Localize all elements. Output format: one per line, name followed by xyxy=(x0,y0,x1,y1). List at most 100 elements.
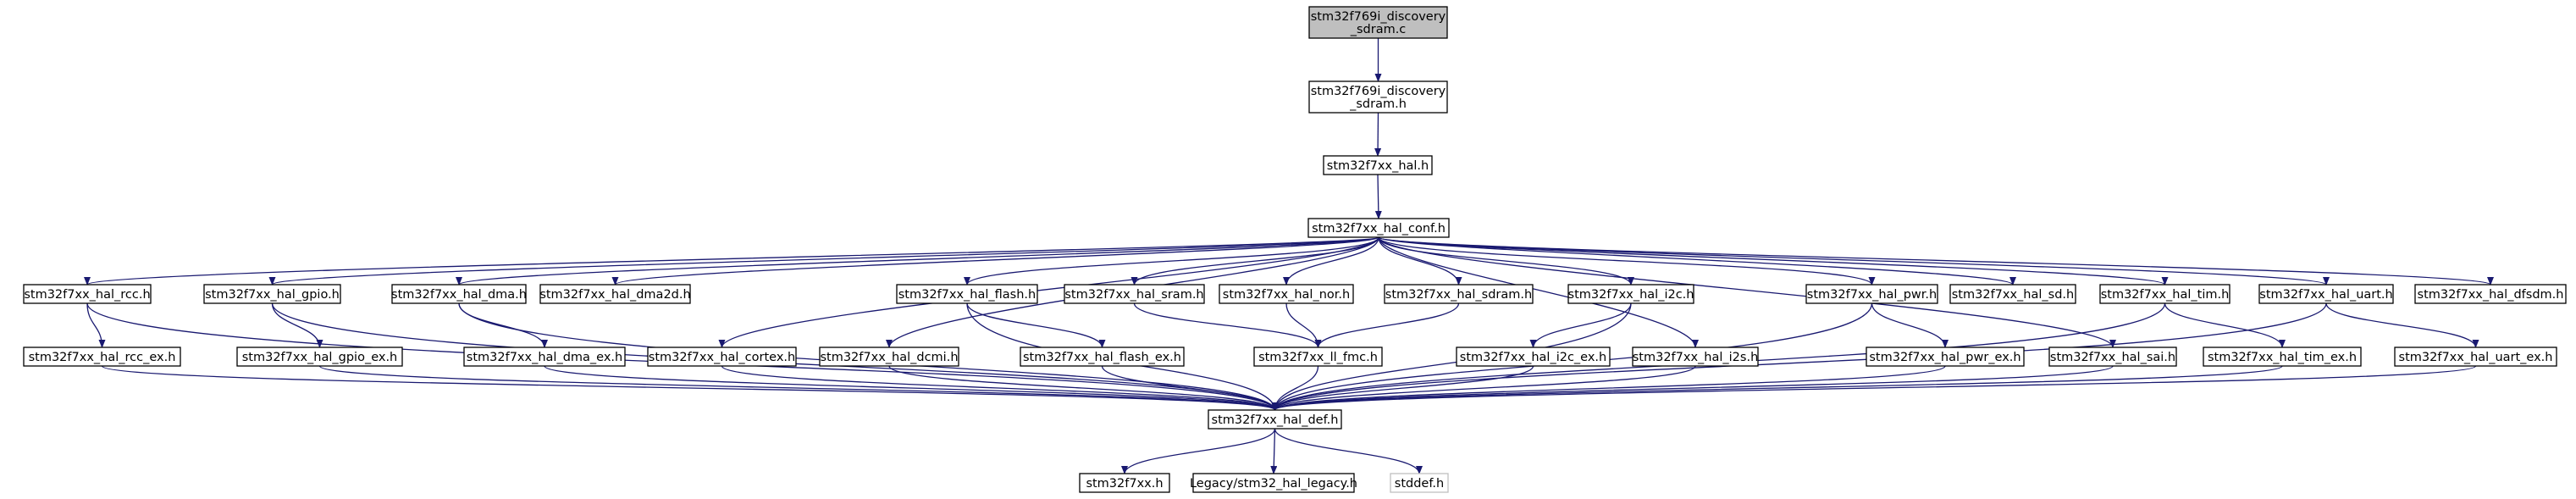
node-sram[interactable]: stm32f7xx_hal_sram.h xyxy=(1064,284,1205,304)
node-box xyxy=(1079,473,1170,493)
edge-conf-to-sai xyxy=(1378,236,2116,348)
edge-group xyxy=(1271,365,1946,411)
edge-group xyxy=(458,302,548,348)
node-label: stm32f769i_discovery xyxy=(1311,10,1446,24)
edge-i2c-to-i2c_ex xyxy=(1529,302,1632,348)
node-gpio[interactable]: stm32f7xx_hal_gpio.h xyxy=(203,284,341,304)
node-label: _sdram.h xyxy=(1349,97,1407,111)
edge-tim_ex-to-def xyxy=(1271,365,2283,411)
edge-group xyxy=(269,236,1379,286)
node-label: stm32f7xx_hal_gpio.h xyxy=(205,288,340,302)
edge-conf-to-gpio xyxy=(269,236,1379,286)
edge-conf-to-nor xyxy=(1283,236,1379,286)
node-conf[interactable]: stm32f7xx_hal_conf.h xyxy=(1307,218,1450,238)
node-label: stm32f7xx_hal_sd.h xyxy=(1952,288,2074,302)
node-tim-ex[interactable]: stm32f7xx_hal_tim_ex.h xyxy=(2203,347,2362,367)
node-def[interactable]: stm32f7xx_hal_def.h xyxy=(1208,409,1342,430)
edge-group xyxy=(1271,302,2327,411)
node-rcc[interactable]: stm32f7xx_hal_rcc.h xyxy=(23,284,152,304)
node-label: _sdram.c xyxy=(1350,23,1407,36)
node-label: stm32f769i_discovery xyxy=(1311,85,1446,98)
node-nor[interactable]: stm32f7xx_hal_nor.h xyxy=(1219,284,1354,304)
edge-i2s-to-def xyxy=(1271,365,1696,411)
node-dma-ex[interactable]: stm32f7xx_hal_dma_ex.h xyxy=(463,347,626,367)
node-legacy[interactable]: Legacy/stm32_hal_legacy.h xyxy=(1190,473,1357,493)
edge-group xyxy=(1271,365,2477,411)
node-rcc-ex[interactable]: stm32f7xx_hal_rcc_ex.h xyxy=(23,347,181,367)
node-tim[interactable]: stm32f7xx_hal_tim.h xyxy=(2099,284,2231,304)
edge-conf-to-dfsdm xyxy=(1378,236,2494,286)
node-label: stm32f7xx_hal_tim.h xyxy=(2101,288,2230,302)
edge-uart-to-def xyxy=(1271,302,2327,411)
edge-conf-to-tim xyxy=(1378,236,2169,286)
node-dfsdm[interactable]: stm32f7xx_hal_dfsdm.h xyxy=(2414,284,2567,304)
node-box xyxy=(1390,473,1449,493)
node-label: stm32f7xx_hal.h xyxy=(1327,159,1429,173)
edge-group xyxy=(1121,428,1276,474)
node-pwr[interactable]: stm32f7xx_hal_pwr.h xyxy=(1805,284,1938,304)
node-flash[interactable]: stm32f7xx_hal_flash.h xyxy=(896,284,1038,304)
node-box xyxy=(391,284,527,304)
edge-group xyxy=(1374,174,1382,219)
node-i2c[interactable]: stm32f7xx_hal_i2c.h xyxy=(1567,284,1694,304)
edge-group xyxy=(1130,236,1379,286)
node-cortex[interactable]: stm32f7xx_hal_cortex.h xyxy=(647,347,797,367)
node-ll-fmc[interactable]: stm32f7xx_ll_fmc.h xyxy=(1253,347,1383,367)
node-i2s[interactable]: stm32f7xx_hal_i2s.h xyxy=(1632,347,1759,367)
node-label: stm32f7xx_ll_fmc.h xyxy=(1258,351,1378,364)
edge-group xyxy=(1529,302,1632,348)
edge-group xyxy=(456,236,1379,286)
node-box xyxy=(1456,347,1611,367)
node-label: stm32f7xx_hal_dma_ex.h xyxy=(467,351,622,364)
edge-group xyxy=(544,365,1279,411)
node-label: stm32f7xx_hal_i2c_ex.h xyxy=(1460,351,1606,364)
node-label: stm32f7xx_hal_conf.h xyxy=(1312,222,1446,236)
edge-group xyxy=(1270,428,1278,474)
node-box xyxy=(2203,347,2362,367)
edge-group xyxy=(1271,365,2114,411)
node-i2c-ex[interactable]: stm32f7xx_hal_i2c_ex.h xyxy=(1456,347,1611,367)
node-sai[interactable]: stm32f7xx_hal_sai.h xyxy=(2048,347,2177,367)
node-gpio-ex[interactable]: stm32f7xx_hal_gpio_ex.h xyxy=(236,347,403,367)
node-dma[interactable]: stm32f7xx_hal_dma.h xyxy=(391,284,527,304)
node-pwr-ex[interactable]: stm32f7xx_hal_pwr_ex.h xyxy=(1866,347,2025,367)
edge-gpio_ex-to-def xyxy=(318,365,1279,411)
node-box xyxy=(236,347,403,367)
node-dcmi[interactable]: stm32f7xx_hal_dcmi.h xyxy=(819,347,959,367)
edge-dma_ex-to-def xyxy=(544,365,1279,411)
node-sdram-h[interactable]: stm32f769i_discovery_sdram.h xyxy=(1308,80,1448,114)
edge-group xyxy=(1378,236,2116,348)
edge-group xyxy=(2164,302,2286,348)
edge-group xyxy=(611,236,1379,286)
node-sdram[interactable]: stm32f7xx_hal_sdram.h xyxy=(1384,284,1534,304)
edge-def-to-stddef xyxy=(1274,428,1423,474)
node-uart-ex[interactable]: stm32f7xx_hal_uart_ex.h xyxy=(2394,347,2557,367)
node-uart[interactable]: stm32f7xx_hal_uart.h xyxy=(2258,284,2394,304)
edge-pwr-to-pwr_ex xyxy=(1871,302,1949,348)
node-box xyxy=(1323,155,1433,175)
node-f7xx[interactable]: stm32f7xx.h xyxy=(1079,473,1170,493)
node-label: stm32f7xx_hal_i2s.h xyxy=(1633,351,1759,364)
node-box xyxy=(1219,284,1354,304)
node-label: stm32f7xx_hal_sram.h xyxy=(1064,288,1203,302)
node-label: stm32f7xx_hal_flash.h xyxy=(898,288,1036,302)
edge-conf-to-sram xyxy=(1130,236,1379,286)
edge-def-to-f7xx xyxy=(1121,428,1276,474)
node-label: stm32f7xx_hal_sdram.h xyxy=(1385,288,1532,302)
node-box xyxy=(1308,6,1448,39)
node-box xyxy=(1020,347,1185,367)
node-dma2d[interactable]: stm32f7xx_hal_dma2d.h xyxy=(539,284,691,304)
edge-flash_ex-to-def xyxy=(1101,365,1279,411)
edge-group xyxy=(1378,236,1634,286)
edge-hal_h-to-conf xyxy=(1374,174,1382,219)
node-hal-h[interactable]: stm32f7xx_hal.h xyxy=(1323,155,1433,175)
node-box xyxy=(647,347,797,367)
node-box xyxy=(539,284,691,304)
node-label: stm32f7xx_hal_dfsdm.h xyxy=(2418,288,2564,302)
node-box xyxy=(203,284,341,304)
edge-dma-to-dma_ex xyxy=(458,302,548,348)
node-flash-ex[interactable]: stm32f7xx_hal_flash_ex.h xyxy=(1020,347,1185,367)
node-sd[interactable]: stm32f7xx_hal_sd.h xyxy=(1949,284,2076,304)
node-root[interactable]: stm32f769i_discovery_sdram.c xyxy=(1308,6,1448,39)
